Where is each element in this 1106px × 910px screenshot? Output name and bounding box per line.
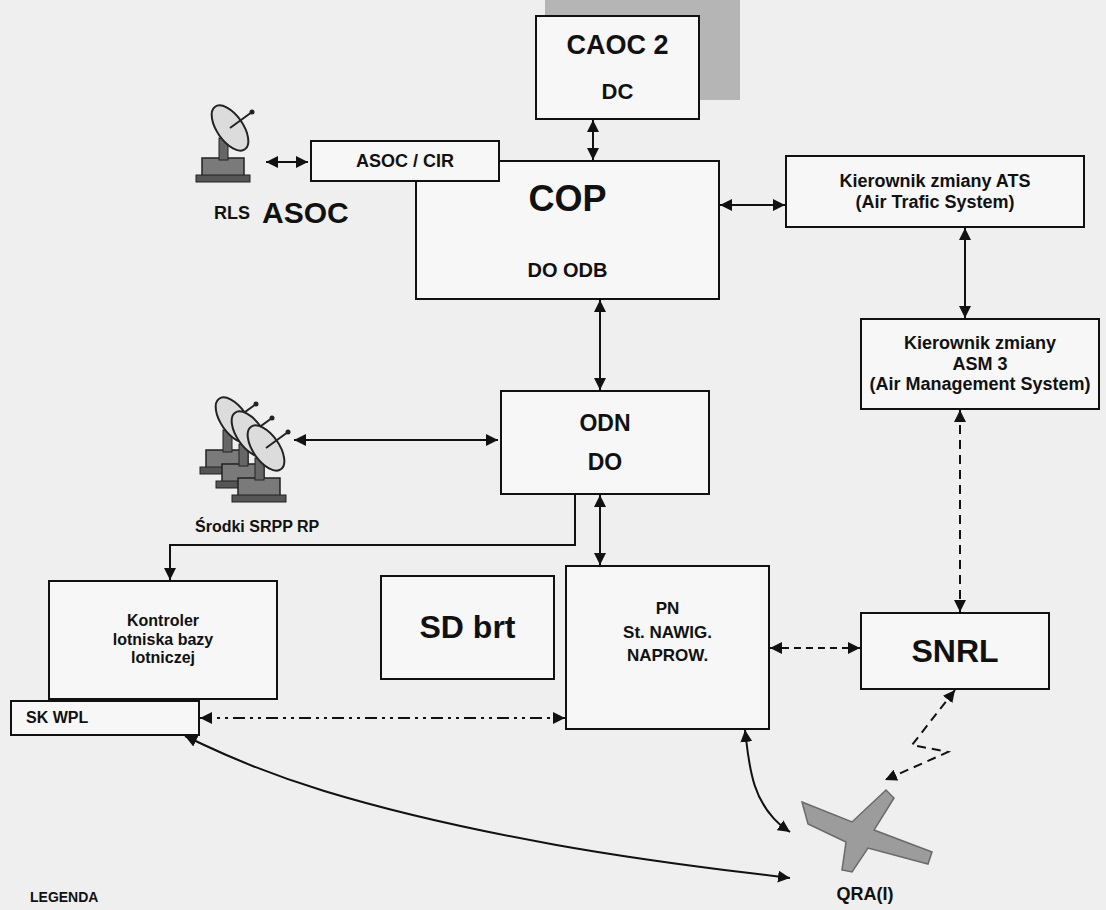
node-text: COP: [528, 178, 606, 219]
radar-link: [294, 439, 498, 441]
radar-group-symbol: [200, 391, 292, 502]
connector: [599, 495, 601, 565]
node-text: SNRL: [911, 633, 998, 670]
connector: [745, 730, 790, 832]
diagram-label: Środki SRPP RP: [195, 518, 319, 536]
radar-symbol: [196, 99, 256, 182]
node-text: SK WPL: [26, 709, 88, 727]
command-box: CAOC 2 DC: [535, 15, 700, 120]
node-text: (Air Trafic System): [855, 192, 1014, 213]
connector: [200, 717, 565, 719]
node-text: PN: [656, 599, 680, 619]
process-box: ASOC / CIR: [310, 140, 500, 182]
connector: [185, 736, 790, 878]
node-text: DO ODB: [528, 259, 608, 282]
connector: [170, 495, 575, 580]
process-box: SK WPL: [10, 700, 200, 736]
node-text: Kontroler lotniska bazy lotniczej: [98, 612, 228, 667]
diagram-label: RLS: [214, 204, 250, 224]
role-box: Kierownik zmiany ASM 3(Air Management Sy…: [860, 318, 1100, 410]
role-box: Kierownik zmiany ATS(Air Trafic System): [785, 155, 1085, 228]
connector: [770, 647, 860, 649]
aircraft-illustration: [790, 780, 940, 878]
node-text: St. NAWIG.: [623, 623, 712, 643]
node-text: ODN: [579, 410, 630, 436]
node-text: DO: [588, 449, 623, 475]
node-text: (Air Management System): [869, 374, 1090, 395]
node-text: SD brt: [420, 609, 516, 646]
aircraft-shape: [802, 790, 932, 872]
node-text: QRA(I): [837, 884, 894, 905]
aircraft: QRA(I): [790, 780, 940, 905]
node-text: ASOC / CIR: [356, 151, 454, 172]
connector: [592, 120, 594, 160]
connector: [964, 228, 966, 318]
connector: [720, 204, 785, 206]
connector: [599, 300, 601, 390]
process-box: ODN DO: [500, 390, 710, 495]
node-text: Kierownik zmiany ASM 3: [890, 333, 1070, 374]
process-box: SD brt: [380, 575, 555, 680]
role-box: Kontroler lotniska bazy lotniczej: [48, 580, 278, 700]
connector: [885, 690, 955, 780]
node-text: Kierownik zmiany ATS: [839, 171, 1030, 192]
diagram-label: LEGENDA: [30, 890, 98, 905]
node-text: NAPROW.: [627, 646, 708, 666]
connector: [959, 410, 961, 612]
radar-link: [266, 161, 308, 163]
node-text: DC: [602, 79, 634, 104]
process-box: SNRL: [860, 612, 1050, 690]
diagram-label: ASOC: [262, 196, 349, 229]
node-text: CAOC 2: [566, 30, 668, 61]
process-box: PN St. NAWIG. NAPROW.: [565, 565, 770, 730]
